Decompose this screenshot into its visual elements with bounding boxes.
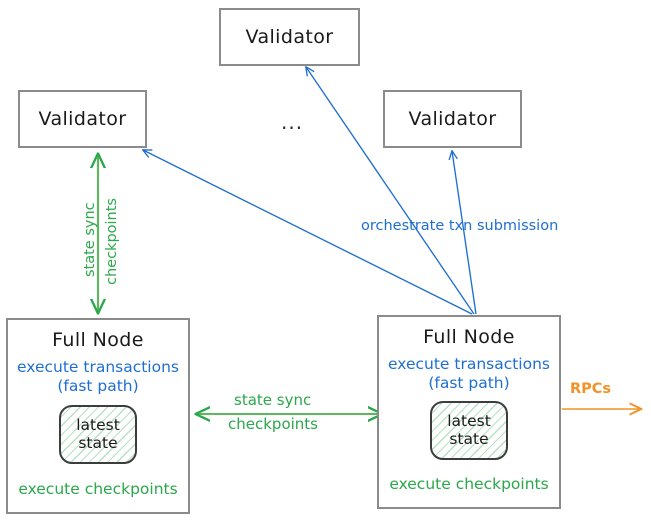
fullnode-left-title: Full Node bbox=[52, 329, 144, 351]
fullnode-right-state-line1: latest bbox=[447, 412, 491, 431]
fullnode-right-execute-line1: execute transactions bbox=[387, 355, 551, 373]
node-fullnode-left[interactable]: Full Node execute transactions (fast pat… bbox=[6, 318, 190, 514]
state-sync-horizontal-label-line1: state sync bbox=[234, 391, 312, 409]
validators-ellipsis: ... bbox=[281, 110, 304, 134]
state-sync-vertical-label-line1: state sync bbox=[82, 202, 98, 277]
fullnode-left-execute-checkpoints: execute checkpoints bbox=[18, 479, 178, 498]
node-fullnode-right[interactable]: Full Node execute transactions (fast pat… bbox=[377, 315, 561, 509]
fullnode-right-execute-checkpoints: execute checkpoints bbox=[389, 474, 549, 493]
fullnode-left-execute-line1: execute transactions bbox=[16, 358, 180, 376]
fullnode-right-state-line2: state bbox=[449, 430, 489, 449]
node-validator-top[interactable]: Validator bbox=[219, 8, 360, 66]
fullnode-right-latest-state-box[interactable]: latest state bbox=[430, 400, 508, 460]
fullnode-left-state-line1: latest bbox=[76, 416, 120, 435]
validator-top-label: Validator bbox=[245, 26, 334, 48]
node-validator-left[interactable]: Validator bbox=[18, 90, 147, 148]
validator-left-label: Validator bbox=[38, 108, 127, 130]
fullnode-left-execute-line2: (fast path) bbox=[57, 376, 139, 395]
rpcs-label: RPCs bbox=[570, 381, 612, 397]
validator-right-label: Validator bbox=[408, 108, 497, 130]
node-validator-right[interactable]: Validator bbox=[383, 90, 522, 148]
fullnode-left-latest-state-box[interactable]: latest state bbox=[59, 404, 137, 464]
fullnode-right-execute-transactions: execute transactions (fast path) bbox=[388, 355, 550, 393]
fullnode-right-execute-line2: (fast path) bbox=[428, 373, 510, 392]
fullnode-right-title: Full Node bbox=[423, 326, 515, 348]
fullnode-left-state-line2: state bbox=[78, 434, 118, 453]
state-sync-horizontal-label-line2: checkpoints bbox=[228, 415, 318, 433]
fullnode-left-execute-transactions: execute transactions (fast path) bbox=[17, 358, 179, 396]
state-sync-vertical-label-line2: checkpoints bbox=[104, 198, 120, 285]
orchestrate-txn-submission-label: orchestrate txn submission bbox=[361, 218, 559, 234]
